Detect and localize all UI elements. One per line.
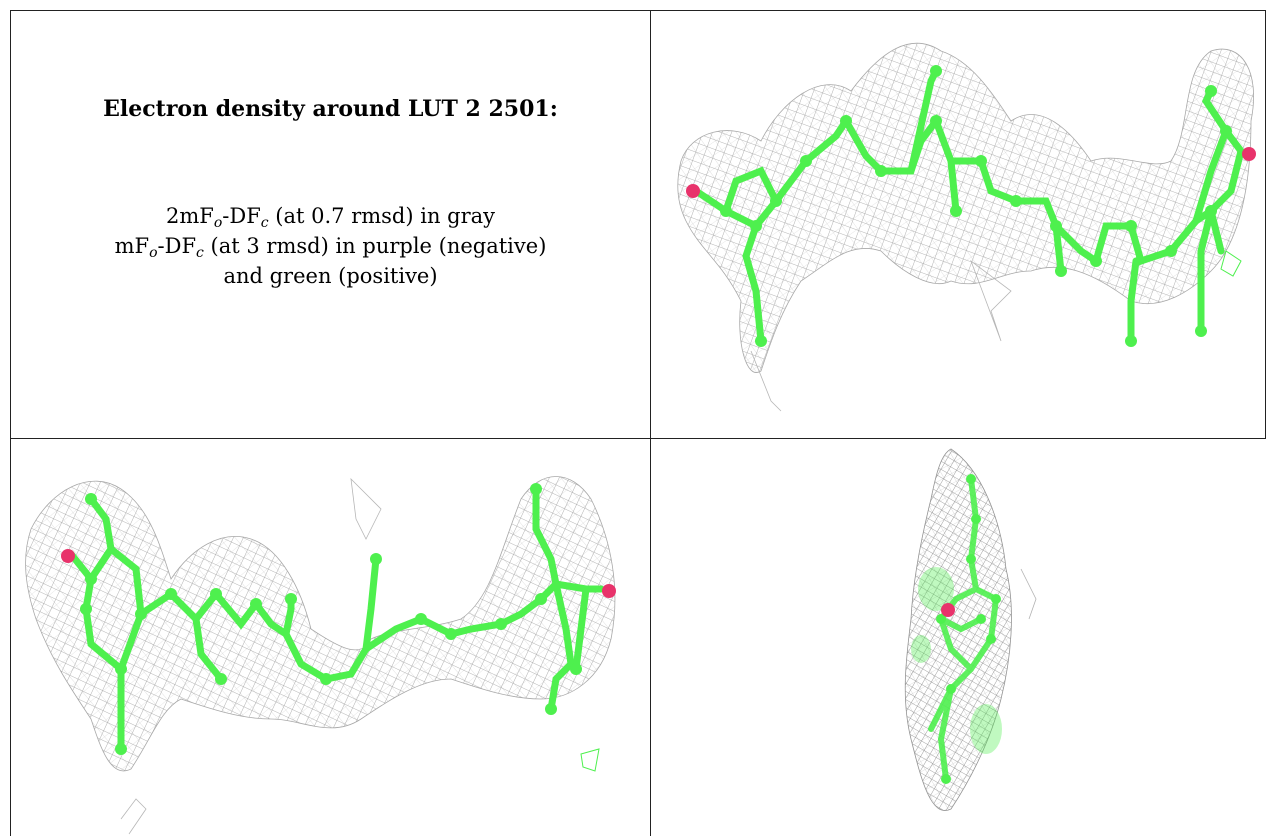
caption-line-1: 2mFo-DFc (at 0.7 rmsd) in gray <box>165 204 496 231</box>
figure-table: Electron density around LUT 2 2501: 2mFo… <box>10 10 1266 836</box>
caption-text: 2mFo-DFc (at 0.7 rmsd) in gray mFo-DFc (… <box>11 201 650 291</box>
oxygen-atom <box>941 603 955 617</box>
ligand-model <box>928 476 1000 782</box>
table-border-center <box>650 10 651 836</box>
oxygen-atom <box>602 584 616 598</box>
density-view-bottom-left <box>11 439 650 836</box>
caption-cell: Electron density around LUT 2 2501: 2mFo… <box>11 11 650 438</box>
density-image-1 <box>677 42 1256 412</box>
caption-line-3: and green (positive) <box>223 264 438 288</box>
mesh-density <box>25 476 616 835</box>
positive-density-blob <box>1220 250 1242 277</box>
caption-title: Electron density around LUT 2 2501: <box>103 96 558 122</box>
oxygen-atom <box>61 549 75 563</box>
atom-spheres <box>936 474 1001 784</box>
density-view-top-right <box>651 11 1265 438</box>
caption-line-2: mFo-DFc (at 3 rmsd) in purple (negative) <box>114 234 547 261</box>
atom-spheres <box>80 483 582 755</box>
ligand-ghost <box>911 567 1002 754</box>
table-border-left <box>10 10 11 836</box>
density-image-2 <box>25 476 616 835</box>
oxygen-atom <box>1242 147 1256 161</box>
atom-spheres <box>720 65 1232 347</box>
positive-density-blob <box>580 748 600 772</box>
table-border-middle <box>10 438 1266 439</box>
mesh-density <box>677 42 1254 412</box>
density-image-3 <box>904 448 1037 811</box>
oxygen-atom <box>686 184 700 198</box>
density-view-bottom-right <box>651 439 1265 836</box>
table-border-right <box>1265 10 1266 438</box>
table-border-top <box>10 10 1266 11</box>
mesh-density <box>904 448 1037 811</box>
